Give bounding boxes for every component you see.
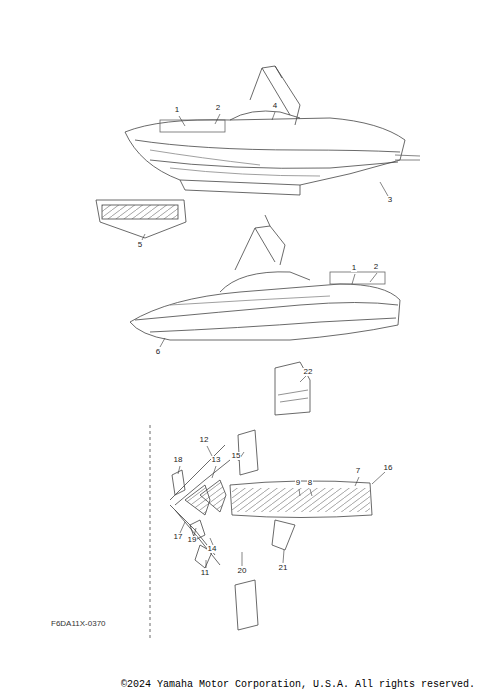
callout-number: 17 <box>173 533 184 541</box>
callout-number: 6 <box>155 348 161 356</box>
callout-number: 5 <box>137 241 143 249</box>
callout-number: 2 <box>215 104 221 112</box>
callout-number: 16 <box>383 464 394 472</box>
callout-number: 2 <box>373 263 379 271</box>
copyright-notice: ©2024 Yamaha Motor Corporation, U.S.A. A… <box>120 680 476 690</box>
callout-number: 22 <box>303 368 314 376</box>
graphic-set <box>150 425 372 640</box>
upper-craft <box>125 66 420 195</box>
leader-lines <box>142 112 388 568</box>
callout-number: 12 <box>199 436 210 444</box>
callout-number: 1 <box>351 264 357 272</box>
callout-number: 14 <box>207 545 218 553</box>
callout-number: 21 <box>278 564 289 572</box>
lower-craft <box>130 215 400 340</box>
callout-number: 11 <box>200 569 210 577</box>
callout-number: 4 <box>272 102 278 110</box>
drawing-code: F6DA11X-0370 <box>50 620 107 628</box>
callout-number: 20 <box>237 567 248 575</box>
callout-number: 1 <box>174 106 180 114</box>
callout-number: 18 <box>173 456 184 464</box>
callout-number: 15 <box>231 452 242 460</box>
callout-number: 3 <box>387 196 393 204</box>
decal-shield <box>96 200 186 238</box>
callout-number: 9 <box>295 479 301 487</box>
callout-number: 13 <box>211 456 222 464</box>
callout-number: 7 <box>355 467 361 475</box>
callout-number: 8 <box>307 479 313 487</box>
callout-number: 19 <box>187 536 198 544</box>
